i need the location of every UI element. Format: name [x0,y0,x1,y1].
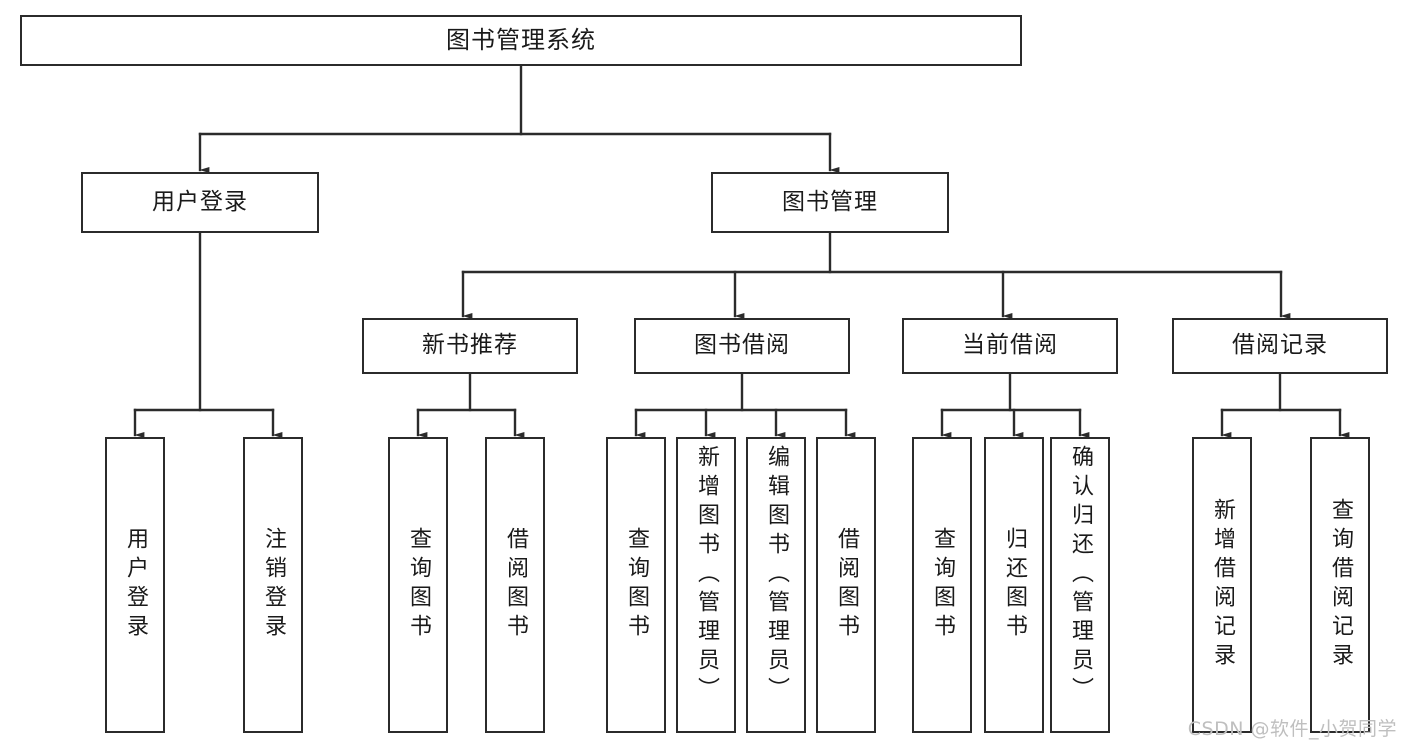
node-new-book-rec[interactable]: 新书推荐 [362,318,578,374]
node-label: 查询图书 [406,527,431,643]
node-leaf-borrow-query-book[interactable]: 查询图书 [606,437,666,733]
node-leaf-rec-add-record[interactable]: 新增借阅记录 [1192,437,1252,733]
node-leaf-borrow-edit-book[interactable]: 编辑图书（管理员） [746,437,806,733]
node-leaf-rec-borrow-book[interactable]: 借阅图书 [485,437,545,733]
node-leaf-cur-return-book[interactable]: 归还图书 [984,437,1044,733]
node-leaf-cur-confirm-return[interactable]: 确认归还（管理员） [1050,437,1110,733]
node-leaf-user-logout[interactable]: 注销登录 [243,437,303,733]
node-leaf-rec-query-book[interactable]: 查询图书 [388,437,448,733]
node-label: 新增借阅记录 [1210,498,1235,672]
node-label: 确认归还（管理员） [1068,445,1093,706]
node-label: 图书管理 [782,188,878,215]
node-label: 注销登录 [261,527,286,643]
node-label: 归还图书 [1002,527,1027,643]
node-label: 借阅图书 [503,527,528,643]
node-label: 新书推荐 [422,332,518,359]
node-label: 查询图书 [930,527,955,643]
node-book-management-system[interactable]: 图书管理系统 [20,15,1022,66]
node-label: 新增图书（管理员） [694,445,719,706]
node-label: 查询借阅记录 [1328,498,1353,672]
csdn-watermark: CSDN @软件_小贺同学 [1187,718,1397,740]
node-borrow-record[interactable]: 借阅记录 [1172,318,1388,374]
node-leaf-borrow-add-book[interactable]: 新增图书（管理员） [676,437,736,733]
node-label: 编辑图书（管理员） [764,445,789,706]
node-leaf-user-login[interactable]: 用户登录 [105,437,165,733]
node-leaf-rec-query-record[interactable]: 查询借阅记录 [1310,437,1370,733]
node-label: 用户登录 [152,188,248,215]
node-user-login[interactable]: 用户登录 [81,172,319,233]
node-leaf-borrow-lend-book[interactable]: 借阅图书 [816,437,876,733]
node-label: 图书借阅 [694,332,790,359]
node-label: 用户登录 [123,527,148,643]
node-label: 借阅图书 [834,527,859,643]
node-leaf-cur-query-book[interactable]: 查询图书 [912,437,972,733]
node-label: 图书管理系统 [446,26,596,55]
node-book-manage[interactable]: 图书管理 [711,172,949,233]
node-label: 查询图书 [624,527,649,643]
node-label: 借阅记录 [1232,332,1328,359]
node-book-borrow[interactable]: 图书借阅 [634,318,850,374]
node-label: 当前借阅 [962,332,1058,359]
node-current-borrow[interactable]: 当前借阅 [902,318,1118,374]
